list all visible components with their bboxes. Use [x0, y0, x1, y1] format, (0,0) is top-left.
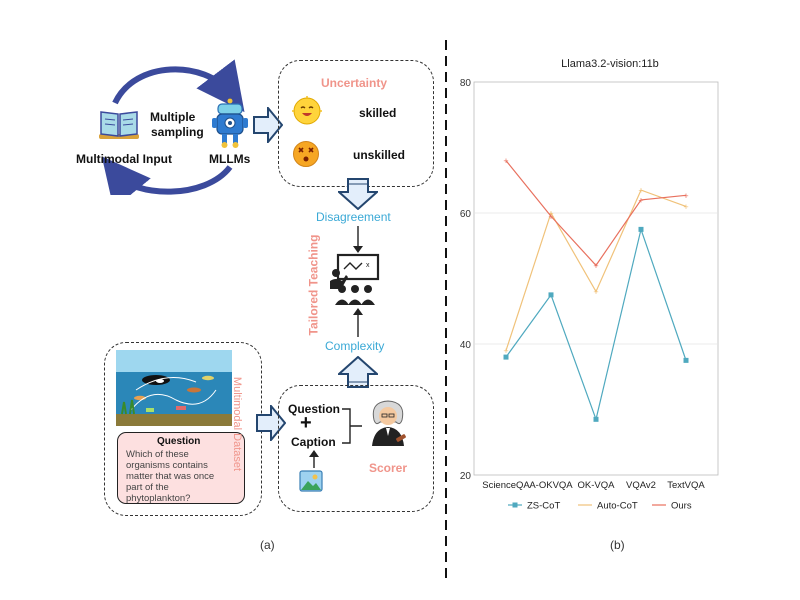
teacher-classroom-icon: x	[330, 253, 380, 305]
judge-icon	[372, 400, 406, 446]
mllms-label: MLLMs	[209, 152, 251, 166]
thin-arrow-up	[353, 308, 363, 337]
question-card-line5: phytoplankton?	[126, 493, 191, 504]
data-point: +	[638, 186, 643, 196]
skilled-label: skilled	[359, 106, 397, 120]
data-point	[593, 416, 599, 422]
thin-arrow-down	[353, 226, 363, 253]
scorer-question-label: Question	[288, 402, 341, 416]
multimodal-input-label: Multimodal Input	[76, 152, 172, 166]
plot-frame	[473, 81, 719, 476]
svg-text:x: x	[366, 262, 370, 269]
y-tick-label: 60	[460, 209, 472, 220]
x-tick-label: TextVQA	[667, 480, 705, 491]
data-point: +	[503, 346, 508, 356]
happy-face-icon	[292, 96, 322, 125]
data-point	[683, 357, 689, 363]
scorer-caption-label: Caption	[291, 435, 336, 449]
legend-label: ZS-CoT	[527, 501, 560, 512]
y-tick-label: 20	[460, 471, 472, 482]
cycle-arrow-top	[112, 59, 245, 113]
block-arrow-down	[338, 178, 378, 210]
data-point: +	[548, 209, 553, 219]
y-tick-label: 40	[460, 340, 472, 351]
question-card-line4: part of the	[126, 482, 169, 493]
x-tick-label: A-OKVQA	[529, 480, 573, 491]
data-point: +	[593, 261, 598, 271]
robot-mllm-icon	[212, 98, 248, 148]
sampling-cycle-arrows	[101, 59, 245, 195]
scorer-box	[278, 385, 434, 512]
thin-arrow-up-scorer	[309, 450, 319, 468]
scorer-label: Scorer	[369, 461, 408, 475]
question-card-title: Question	[157, 436, 201, 447]
multiple-sampling-label-line1: Multiple	[150, 110, 196, 124]
diagram-panel-a: Multimodal Input Multiple sampling MLLMs…	[76, 59, 434, 552]
chart-title: Llama3.2-vision:11b	[561, 58, 659, 70]
open-book-icon	[99, 111, 139, 139]
data-point: +	[548, 212, 553, 222]
dizzy-face-icon	[293, 141, 319, 167]
disagreement-label: Disagreement	[316, 210, 391, 224]
data-point: +	[503, 156, 508, 166]
series-line-zs-cot	[505, 227, 687, 422]
data-point: +	[683, 191, 688, 201]
question-card	[117, 432, 245, 504]
block-arrow-up	[338, 356, 378, 388]
data-point	[503, 354, 509, 360]
ocean-ecosystem-image	[116, 350, 232, 426]
data-point: +	[683, 202, 688, 212]
block-arrow-right-top	[253, 107, 283, 143]
series-line-auto-cot	[505, 189, 687, 351]
data-point: +	[638, 195, 643, 205]
panel-a-caption: (a)	[260, 538, 275, 552]
tailored-teaching-label: Tailored Teaching	[306, 234, 321, 336]
data-point	[638, 226, 644, 232]
panel-divider	[445, 40, 447, 580]
x-tick-label: VQAv2	[626, 480, 656, 491]
bracket-lines	[342, 408, 362, 444]
multiple-sampling-label-line2: sampling	[151, 125, 204, 139]
question-card-line1: Which of these	[126, 449, 189, 460]
unskilled-label: unskilled	[353, 148, 406, 162]
legend-label: Ours	[671, 501, 692, 512]
data-point: +	[593, 287, 598, 297]
complexity-label: Complexity	[325, 339, 385, 353]
y-tick-label: 80	[460, 78, 472, 89]
multimodal-dataset-label: Multimodal Dataset	[231, 376, 244, 472]
question-card-line2: organisms contains	[126, 460, 208, 471]
question-card-line3: matter that was once	[126, 471, 215, 482]
x-tick-label: OK-VQA	[578, 480, 616, 491]
uncertainty-title: Uncertainty	[321, 76, 388, 90]
legend-label: Auto-CoT	[597, 501, 638, 512]
scorer-plus-sign: +	[300, 412, 312, 434]
image-picture-icon	[299, 470, 323, 492]
legend-marker	[512, 502, 518, 508]
x-tick-label: ScienceQA	[482, 480, 530, 491]
cycle-arrow-bottom	[101, 156, 233, 195]
series-line-ours	[505, 160, 687, 267]
panel-b-caption: (b)	[610, 538, 625, 552]
data-point	[548, 292, 554, 298]
